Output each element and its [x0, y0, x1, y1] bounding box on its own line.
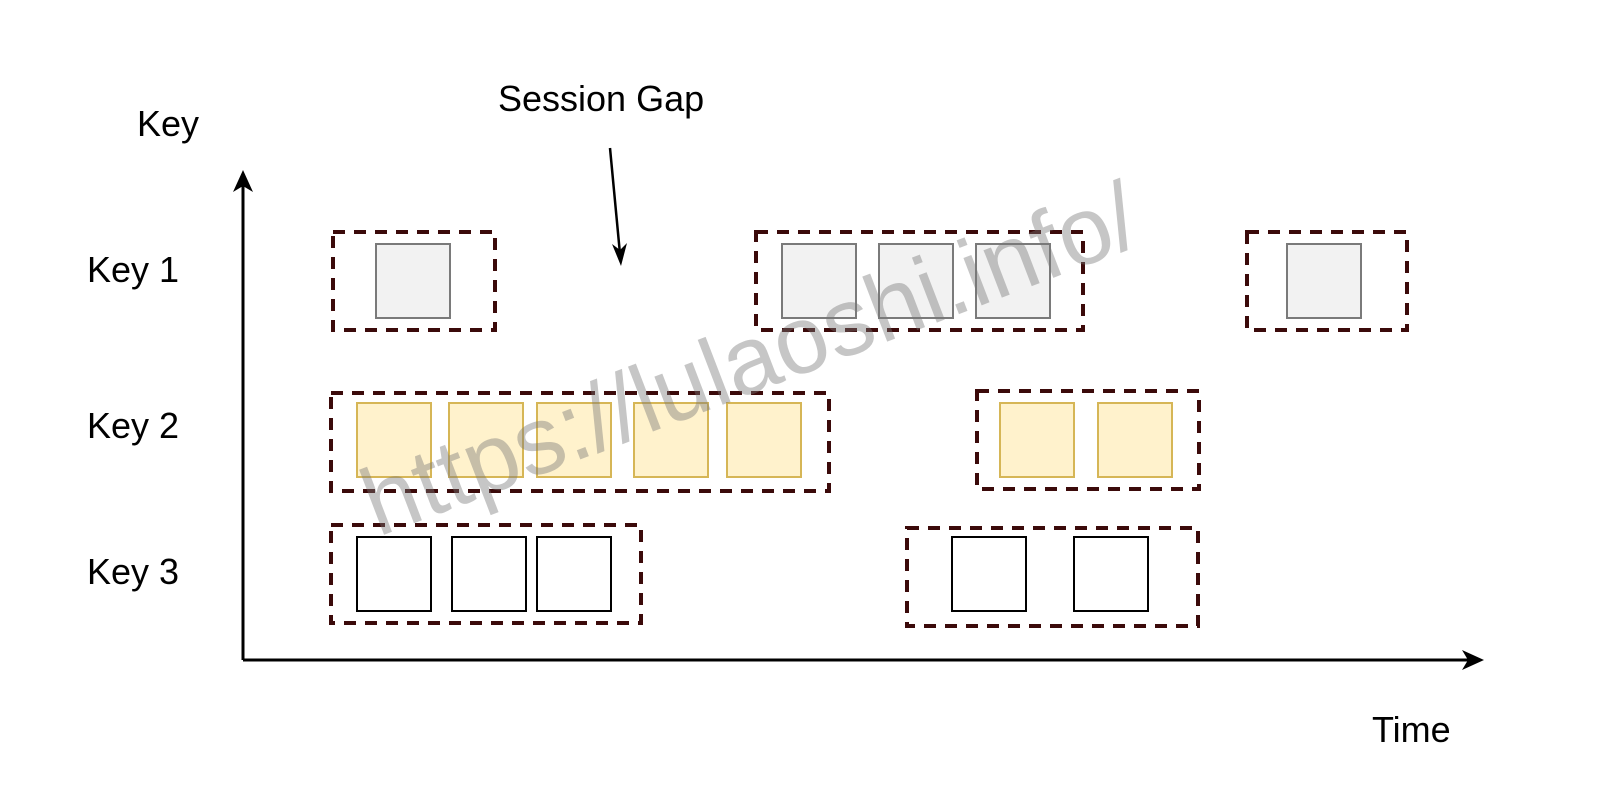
event-box-key1-1-1 [375, 243, 451, 319]
event-box-key1-2-2 [878, 243, 954, 319]
row-label-key-2: Key 2 [87, 405, 180, 446]
event-box-key3-1-1 [356, 536, 432, 612]
session-window-key3-2 [905, 526, 1200, 628]
event-box-key1-3-1 [1286, 243, 1362, 319]
event-box-key2-1-4 [633, 402, 709, 478]
x-axis-arrowhead [1462, 650, 1484, 670]
event-box-key2-2-2 [1097, 402, 1173, 478]
event-box-key2-1-5 [726, 402, 802, 478]
session-window-key1-3 [1245, 230, 1409, 332]
session-window-key2-1 [329, 391, 831, 493]
row-label-key-1: Key 1 [87, 249, 180, 290]
row-label-key-3: Key 3 [87, 551, 180, 592]
event-box-key2-1-3 [536, 402, 612, 478]
session-window-key1-2 [754, 230, 1085, 332]
sessions-layer [329, 230, 1409, 628]
event-box-key1-2-1 [781, 243, 857, 319]
event-box-key3-2-2 [1073, 536, 1149, 612]
event-box-key2-2-1 [999, 402, 1075, 478]
session-gap-label: Session Gap [498, 78, 705, 119]
event-box-key1-2-3 [975, 243, 1051, 319]
session-window-key3-1 [329, 523, 643, 625]
session-window-key2-2 [975, 389, 1201, 491]
session-gap-arrow [608, 147, 622, 255]
event-box-key3-2-1 [951, 536, 1027, 612]
event-box-key3-1-2 [451, 536, 527, 612]
session-window-key1-1 [331, 230, 497, 332]
event-box-key2-1-2 [448, 402, 524, 478]
event-box-key3-1-3 [536, 536, 612, 612]
y-axis-label: Key [137, 103, 200, 144]
x-axis-label: Time [1372, 709, 1451, 750]
event-box-key2-1-1 [356, 402, 432, 478]
session-gap-arrowhead [612, 243, 627, 266]
y-axis-arrowhead [233, 170, 253, 192]
